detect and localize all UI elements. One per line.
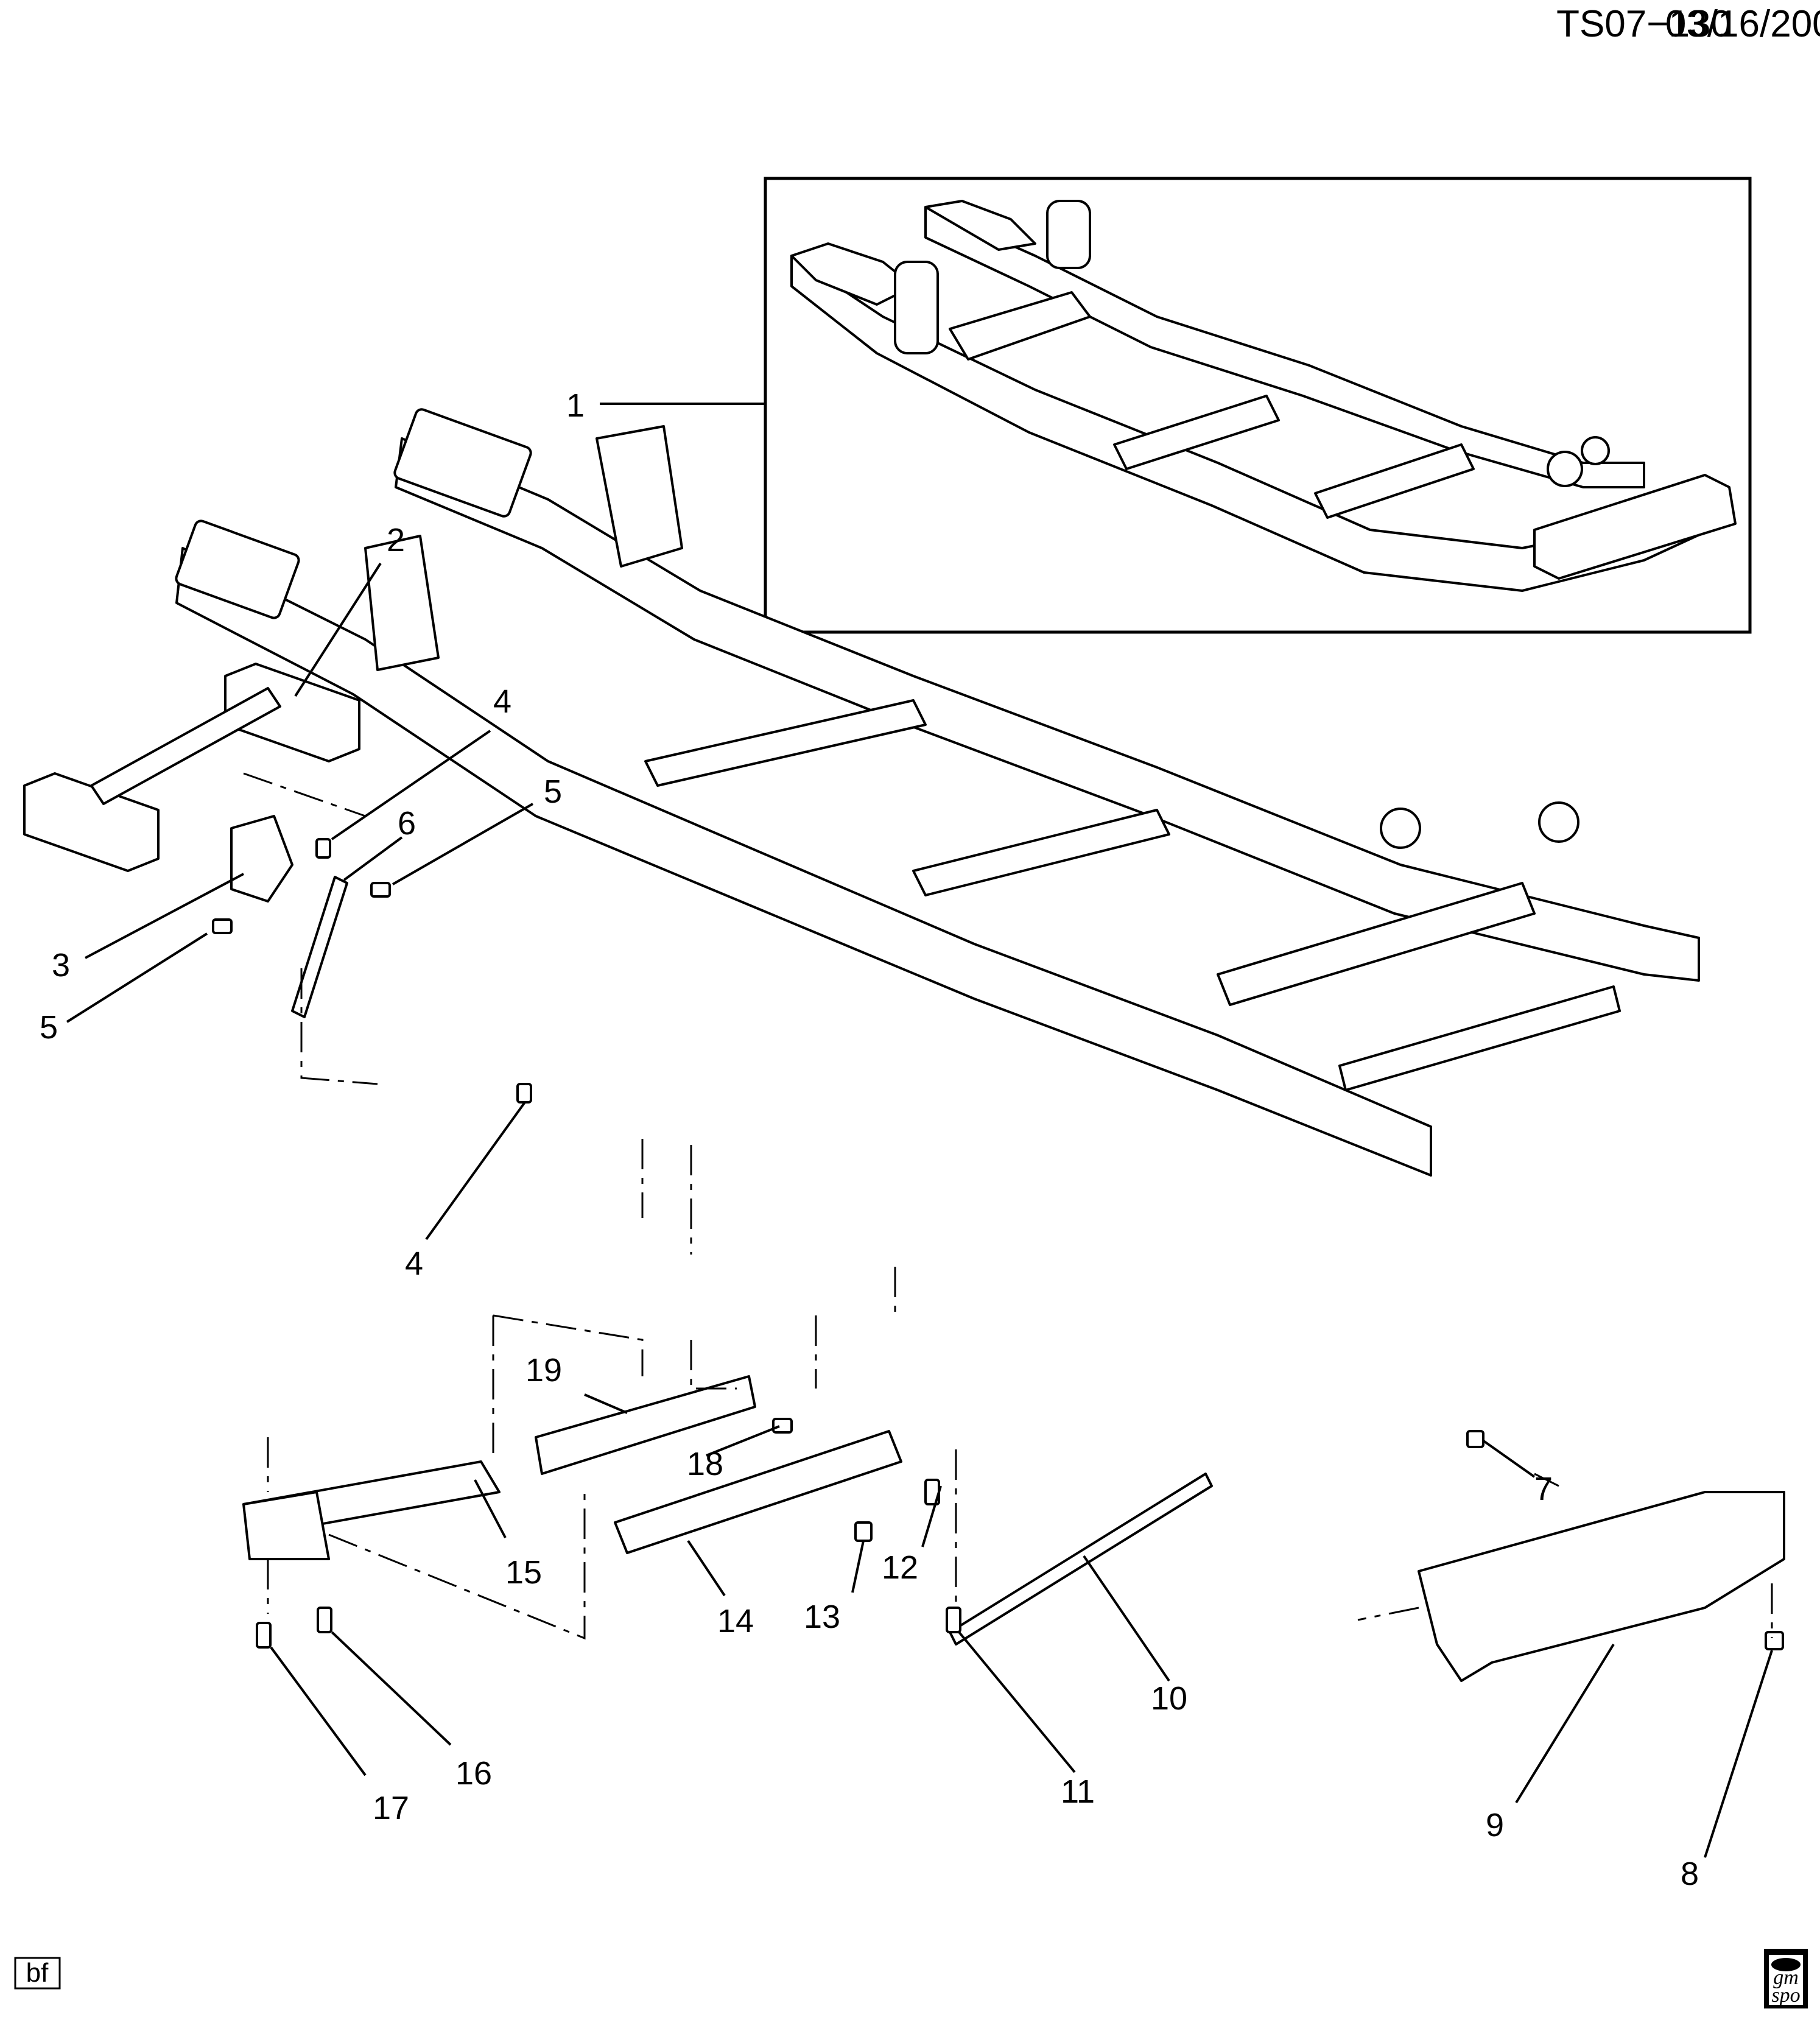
callout-12: 12 bbox=[882, 1549, 918, 1586]
callout-10: 10 bbox=[1151, 1680, 1187, 1717]
part-5-bolt-upper bbox=[370, 882, 391, 898]
part-19-bracket bbox=[535, 1375, 756, 1475]
part-2-front-crossmember bbox=[23, 772, 160, 872]
callout-labels: 1 2 3 4 4 5 5 6 7 8 9 10 11 12 13 14 15 … bbox=[40, 387, 1699, 1892]
part-7-fastener bbox=[1466, 1430, 1484, 1448]
part-3-bracket bbox=[230, 815, 293, 903]
fasteners bbox=[212, 838, 1784, 1650]
callout-19: 19 bbox=[525, 1352, 562, 1389]
part-10-rod bbox=[949, 1473, 1213, 1646]
part-4-bushing-upper bbox=[315, 838, 331, 859]
part-18-bolt bbox=[772, 1418, 793, 1434]
callout-5-upper: 5 bbox=[544, 773, 562, 810]
part-6-link bbox=[291, 876, 348, 1018]
part-9-hitch bbox=[1418, 1491, 1785, 1682]
part-16-bolt bbox=[317, 1607, 332, 1633]
callout-4-lower: 4 bbox=[405, 1245, 423, 1282]
callout-7: 7 bbox=[1534, 1471, 1553, 1507]
initials-box bbox=[14, 1957, 61, 1990]
logo-spo-text: spo bbox=[1771, 1984, 1800, 2007]
callout-15: 15 bbox=[505, 1554, 542, 1591]
part-17-bolt bbox=[256, 1622, 272, 1649]
callout-6: 6 bbox=[398, 805, 416, 842]
part-13-nut bbox=[854, 1521, 873, 1542]
reference-code: TS07−130 bbox=[1556, 3, 1732, 45]
gm-spo-logo: gm spo bbox=[1764, 1949, 1808, 2008]
leader-lines bbox=[66, 403, 1773, 1858]
callout-18: 18 bbox=[687, 1446, 723, 1482]
callout-4-upper: 4 bbox=[493, 683, 511, 720]
callout-3: 3 bbox=[52, 947, 70, 984]
callout-2: 2 bbox=[387, 522, 405, 558]
callout-13: 13 bbox=[804, 1599, 840, 1635]
reference-date: 03/16/2006 bbox=[1665, 3, 1820, 45]
main-frame-drawing bbox=[175, 408, 1700, 1177]
logo-gm-text: gm bbox=[1773, 1966, 1799, 1989]
part-5-bolt-lower bbox=[212, 918, 233, 934]
part-14-bracket bbox=[614, 1430, 902, 1554]
loose-components bbox=[23, 663, 1785, 1682]
frame-assembly-inset-box bbox=[764, 177, 1752, 634]
part-8-nut bbox=[1765, 1631, 1784, 1650]
callout-17: 17 bbox=[373, 1790, 409, 1826]
callout-14: 14 bbox=[717, 1603, 754, 1639]
callout-9: 9 bbox=[1486, 1807, 1504, 1843]
part-4-bushing-lower bbox=[516, 1083, 532, 1104]
callout-1: 1 bbox=[566, 387, 585, 424]
callout-11: 11 bbox=[1061, 1773, 1095, 1810]
assembly-guide-lines bbox=[243, 772, 1773, 1640]
callout-8: 8 bbox=[1681, 1856, 1699, 1892]
callout-5-lower: 5 bbox=[40, 1009, 58, 1046]
initials-text: bf bbox=[26, 1958, 49, 1988]
callout-16: 16 bbox=[455, 1755, 492, 1792]
part-11-bolt bbox=[946, 1607, 961, 1633]
frame-assembly-inset-drawing bbox=[790, 200, 1737, 592]
